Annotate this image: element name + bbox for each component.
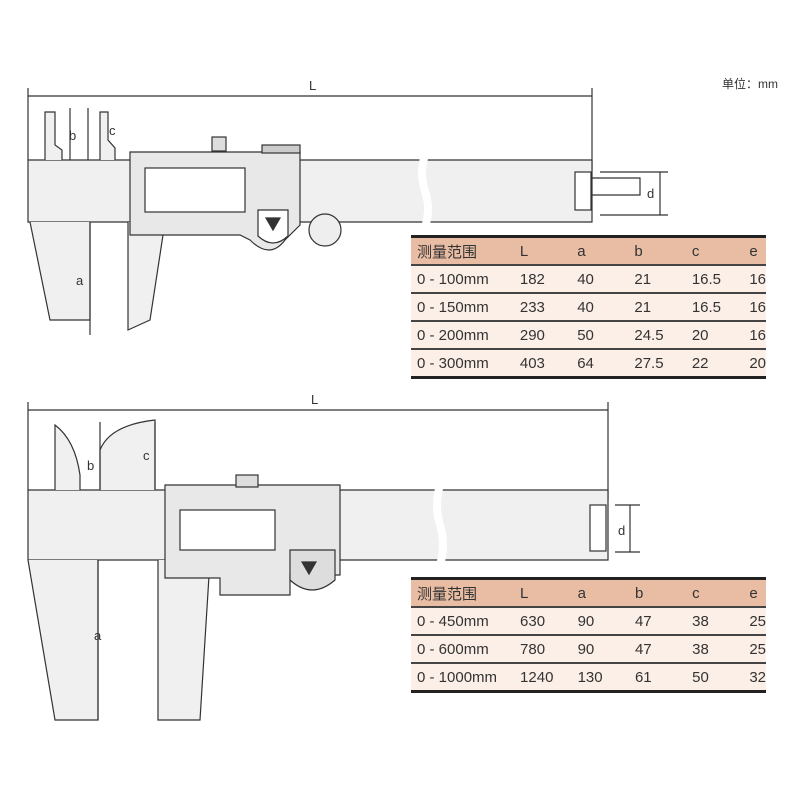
table-cell: 90 bbox=[571, 634, 629, 663]
table-header-cell: L bbox=[513, 236, 572, 265]
table-cell: 630 bbox=[514, 606, 572, 635]
table-cell: 61 bbox=[628, 662, 687, 692]
table-cell: 21 bbox=[628, 264, 686, 293]
dim-c-label: c bbox=[109, 123, 116, 138]
caliper-small: L b c a d bbox=[27, 78, 668, 335]
table-cell: 233 bbox=[513, 292, 572, 321]
dim-L-label: L bbox=[309, 78, 316, 93]
table-cell: 25 bbox=[743, 606, 766, 635]
table-header-cell: b bbox=[628, 236, 686, 265]
table-cell: 290 bbox=[513, 320, 572, 349]
table-cell: 38 bbox=[686, 606, 744, 635]
dim-L-label-2: L bbox=[311, 392, 318, 407]
table-cell: 1240 bbox=[514, 662, 572, 692]
table-cell: 0 - 100mm bbox=[411, 264, 514, 293]
table-cell: 16 bbox=[743, 292, 766, 321]
table-cell: 0 - 1000mm bbox=[411, 662, 515, 692]
table-cell: 16.5 bbox=[685, 292, 744, 321]
table-cell: 403 bbox=[513, 348, 572, 378]
table-header-cell: b bbox=[628, 578, 687, 607]
table-cell: 50 bbox=[686, 662, 744, 692]
dim-d-label: d bbox=[647, 186, 654, 201]
table-header-cell: e bbox=[743, 578, 766, 607]
table-header-cell: e bbox=[743, 236, 766, 265]
table-cell: 0 - 200mm bbox=[411, 320, 514, 349]
table-cell: 20 bbox=[685, 320, 744, 349]
table-cell: 0 - 300mm bbox=[411, 348, 514, 378]
table-header-cell: a bbox=[571, 578, 629, 607]
dim-b-label-2: b bbox=[87, 458, 94, 473]
table-cell: 0 - 450mm bbox=[411, 606, 515, 635]
table-cell: 21 bbox=[628, 292, 686, 321]
table-header-cell: 测量范围 bbox=[411, 578, 515, 607]
dim-a-label-2: a bbox=[94, 628, 102, 643]
table-cell: 40 bbox=[571, 292, 629, 321]
table-header-cell: L bbox=[514, 578, 572, 607]
table-cell: 22 bbox=[685, 348, 744, 378]
caliper-large: L b c a d bbox=[27, 392, 640, 721]
table-cell: 90 bbox=[571, 606, 629, 635]
table-cell: 50 bbox=[571, 320, 629, 349]
table-cell: 16 bbox=[743, 264, 766, 293]
dim-a-label: a bbox=[76, 273, 84, 288]
table-cell: 40 bbox=[571, 264, 629, 293]
table-cell: 32 bbox=[743, 662, 766, 692]
table-cell: 130 bbox=[571, 662, 629, 692]
table-cell: 20 bbox=[743, 348, 766, 378]
table-header-cell: c bbox=[685, 236, 744, 265]
table-cell: 47 bbox=[628, 634, 687, 663]
table-cell: 27.5 bbox=[628, 348, 686, 378]
table-header-cell: a bbox=[571, 236, 629, 265]
dim-c-label-2: c bbox=[143, 448, 150, 463]
table-cell: 64 bbox=[571, 348, 629, 378]
table-cell: 16.5 bbox=[685, 264, 744, 293]
table-cell: 47 bbox=[628, 606, 687, 635]
table-cell: 16 bbox=[743, 320, 766, 349]
table-header-cell: 测量范围 bbox=[411, 236, 514, 265]
table-cell: 182 bbox=[513, 264, 572, 293]
table-cell: 25 bbox=[743, 634, 766, 663]
table-cell: 0 - 150mm bbox=[411, 292, 514, 321]
table-header-cell: c bbox=[686, 578, 744, 607]
dim-d-label-2: d bbox=[618, 523, 625, 538]
dim-b-label: b bbox=[69, 128, 76, 143]
table-cell: 780 bbox=[514, 634, 572, 663]
table-cell: 38 bbox=[686, 634, 744, 663]
table-cell: 0 - 600mm bbox=[411, 634, 515, 663]
table-cell: 24.5 bbox=[628, 320, 686, 349]
unit-label: 单位：mm bbox=[722, 77, 778, 91]
